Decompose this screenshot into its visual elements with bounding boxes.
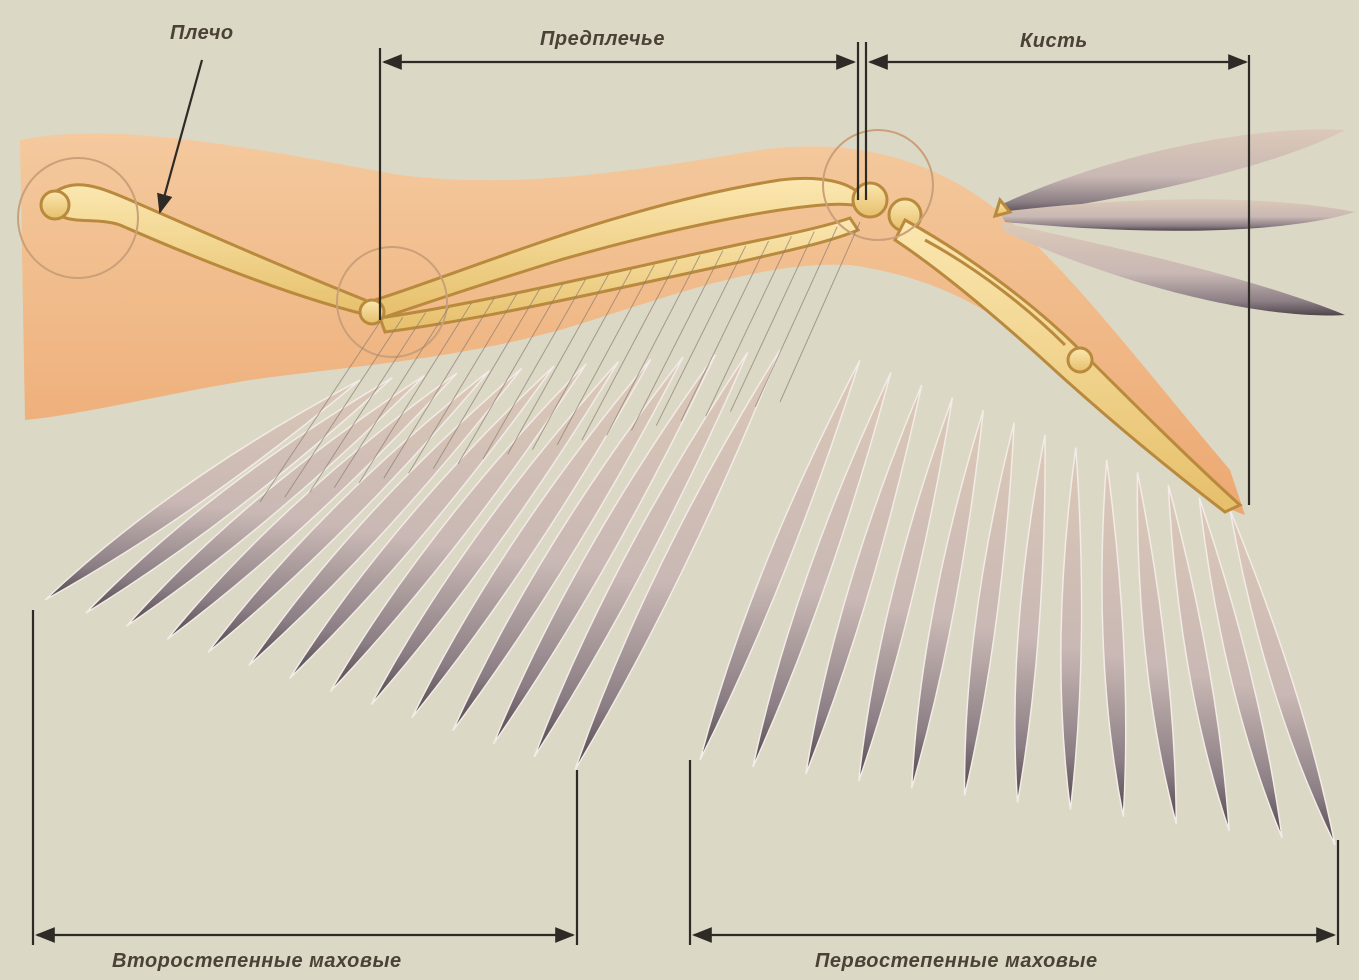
- primary-feather: [1015, 435, 1045, 803]
- humerus-label: Плечо: [170, 22, 234, 45]
- forearm-label: Предплечье: [540, 28, 665, 51]
- hand-label: Кисть: [1020, 30, 1088, 53]
- secondary-feathers: [45, 350, 780, 770]
- primary-feathers: [700, 360, 1335, 845]
- secondaries-label: Второстепенные маховые: [112, 950, 402, 973]
- primary-feather: [1102, 460, 1126, 817]
- primaries-label: Первостепенные маховые: [815, 950, 1098, 973]
- primary-feather: [1168, 485, 1229, 831]
- primary-feather: [1061, 448, 1082, 810]
- hand-bones: [895, 220, 1240, 512]
